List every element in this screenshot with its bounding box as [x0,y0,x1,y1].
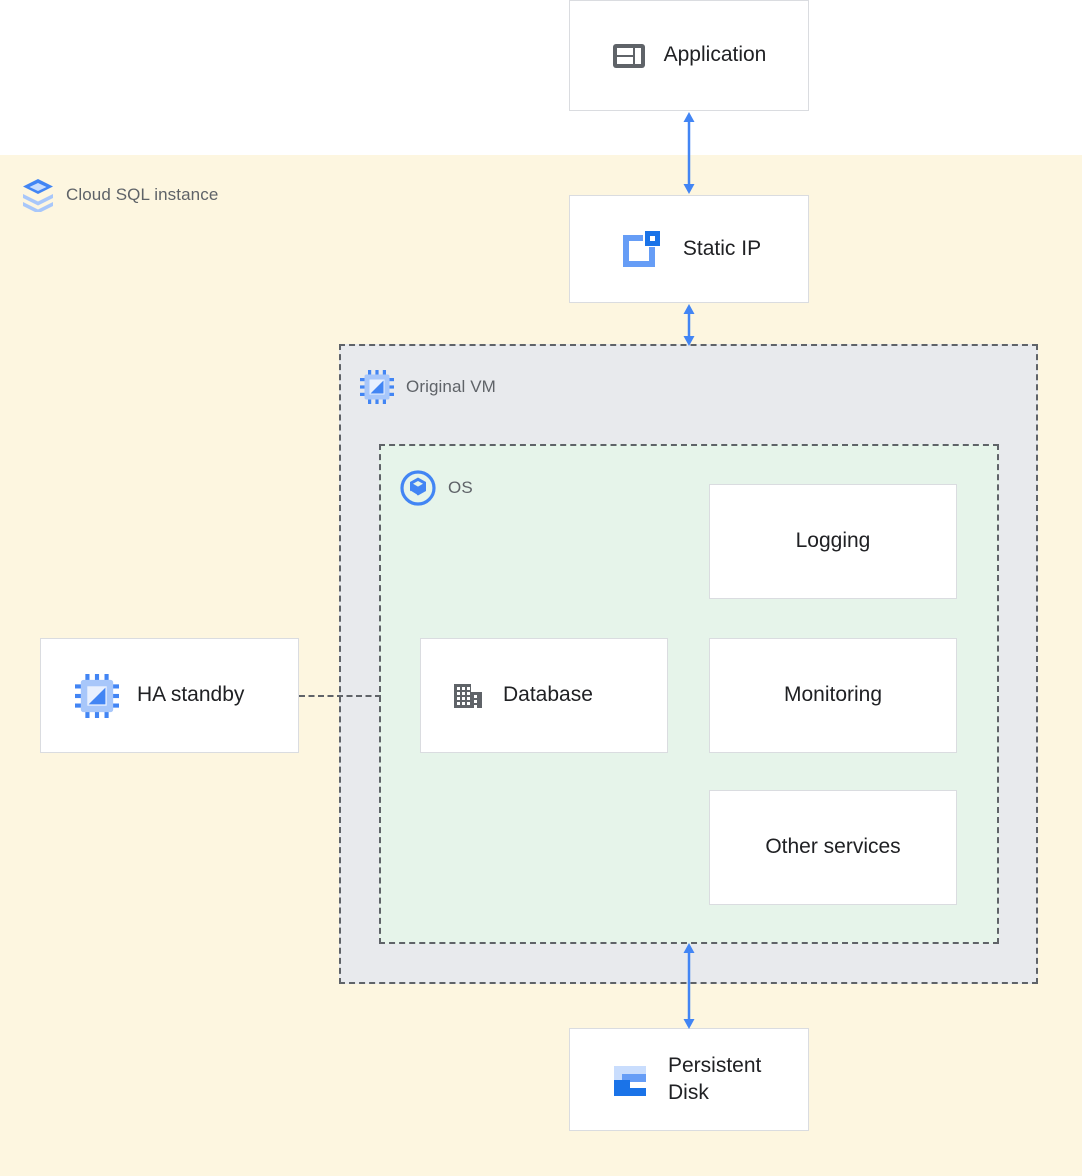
region-label-original-vm: Original VM [360,370,496,404]
node-application[interactable]: Application [569,0,809,111]
database-building-icon [451,679,485,713]
application-window-icon [612,39,646,73]
node-label: Application [663,43,767,67]
node-label: Static IP [682,236,762,260]
static-ip-icon [617,225,665,273]
connector-static-ip-to-original-vm [683,304,695,346]
node-label: Database [503,683,593,707]
node-label-line2: Disk [668,1080,709,1104]
region-label-os: OS [400,470,473,506]
node-database[interactable]: Database [420,638,668,753]
region-label-text: Cloud SQL instance [66,185,219,204]
region-label-text: Original VM [406,377,496,396]
node-label-line1: Persistent [668,1054,762,1078]
node-logging[interactable]: Logging [709,484,957,599]
persistent-disk-icon [610,1060,650,1100]
vm-chip-icon [75,673,119,718]
node-other-services[interactable]: Other services [709,790,957,905]
node-monitoring[interactable]: Monitoring [709,638,957,753]
region-label-text: OS [448,478,473,497]
node-label: HA standby [137,683,245,707]
vm-chip-icon [360,370,394,404]
node-ha-standby[interactable]: HA standby [40,638,299,753]
connector-application-to-static-ip [683,112,695,194]
node-label: Logging [795,529,871,553]
region-label-cloud-sql-instance: Cloud SQL instance [22,178,219,214]
node-persistent-disk[interactable]: Persistent Disk [569,1028,809,1131]
connector-ha-standby-to-os [299,695,381,697]
node-label: Other services [765,835,901,859]
connector-os-to-persistent-disk [683,943,695,1029]
node-label: Monitoring [783,683,883,707]
cloud-sql-stack-icon [22,178,54,214]
node-static-ip[interactable]: Static IP [569,195,809,303]
node-label: Persistent Disk [668,1053,761,1106]
os-circle-icon [400,470,436,506]
